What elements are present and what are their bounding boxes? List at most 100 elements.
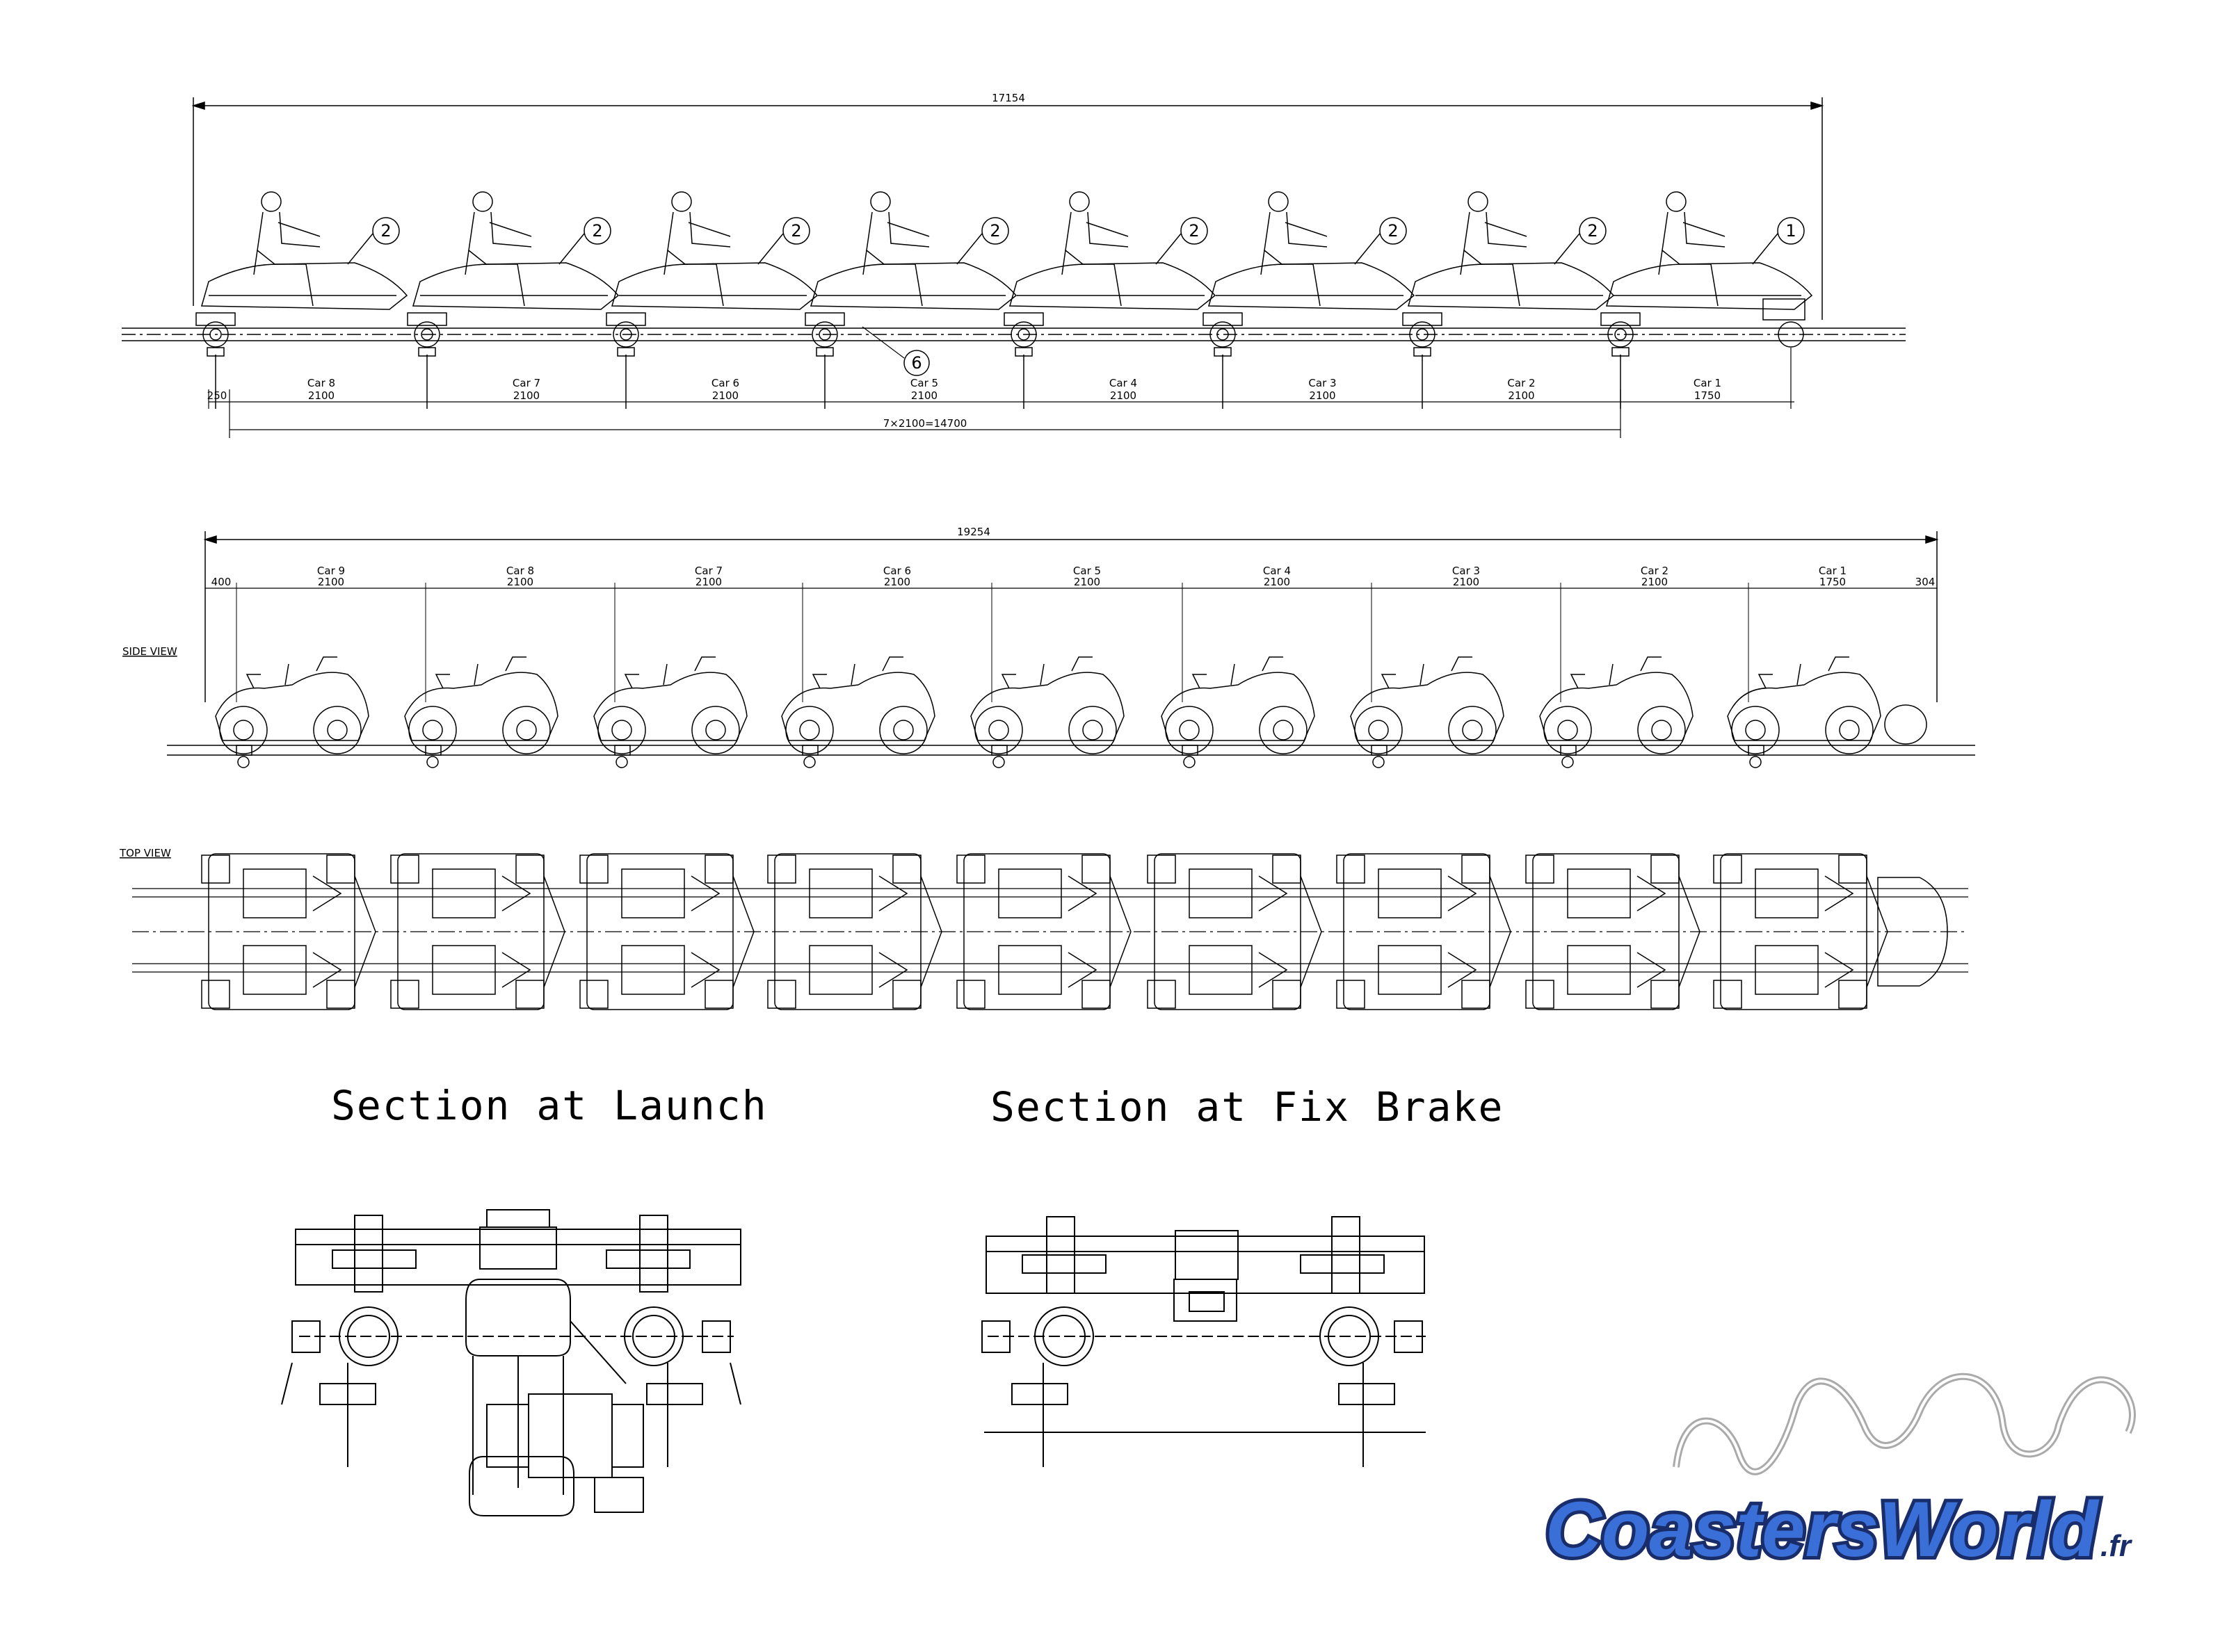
lead-offset-label: 250 xyxy=(207,389,227,402)
quad-car-top-1 xyxy=(201,853,376,1010)
overall-length-label: 17154 xyxy=(992,92,1025,104)
side-view-label: SIDE VIEW xyxy=(122,645,177,658)
car-length: 2100 xyxy=(318,576,344,588)
quad-car-side-1 xyxy=(215,656,369,768)
car-length: 2100 xyxy=(1508,389,1534,402)
quad-car-side-7 xyxy=(1350,656,1504,768)
jetski-car-5: 2 xyxy=(1004,191,1216,409)
car-label: Car 1 xyxy=(1694,377,1721,389)
quad-car-side-4 xyxy=(781,656,935,768)
quad-car-top-8 xyxy=(1525,853,1700,1010)
quad-side-view xyxy=(215,656,1927,768)
callout-number: 2 xyxy=(791,221,801,241)
jetski-car-6: 2 xyxy=(1202,191,1415,409)
logo-text-suffix: .fr xyxy=(2100,1529,2133,1563)
tail-offset-label-2: 304 xyxy=(1915,576,1936,588)
coastersworld-logo: CoastersWorld CoastersWorld .fr xyxy=(1542,1372,2136,1576)
logo-text-main: CoastersWorld xyxy=(1545,1486,2100,1573)
quad-car-side-6 xyxy=(1161,656,1315,768)
car-length: 2100 xyxy=(712,389,739,402)
quad-car-top-4 xyxy=(767,853,942,1010)
car-label: Car 9 xyxy=(317,565,345,577)
car-length: 1750 xyxy=(1819,576,1846,588)
car-length: 2100 xyxy=(1309,389,1335,402)
callout-number: 2 xyxy=(1587,221,1598,241)
car-length: 2100 xyxy=(513,389,540,402)
side-view-track xyxy=(167,745,1975,756)
quad-car-side-5 xyxy=(970,656,1125,768)
section-brake-drawing xyxy=(981,1216,1426,1467)
callout-number: 2 xyxy=(1189,221,1199,241)
car-length: 2100 xyxy=(1453,576,1479,588)
car-length: 2100 xyxy=(695,576,722,588)
track-rail xyxy=(122,327,1906,341)
car-label: Car 3 xyxy=(1308,377,1336,389)
callout-number: 2 xyxy=(380,221,391,241)
car-label: Car 6 xyxy=(711,377,739,389)
callout-number: 6 xyxy=(911,353,922,373)
car-length: 2100 xyxy=(1264,576,1290,588)
jetski-car-2: 2 xyxy=(407,191,620,409)
callout-number: 2 xyxy=(990,221,1000,241)
car-label: Car 4 xyxy=(1109,377,1137,389)
jetski-vehicles: 2 2 2 2 2 2 2 1 6 xyxy=(195,191,1813,409)
quad-top-view xyxy=(201,853,1948,1010)
car-length: 2100 xyxy=(1641,576,1668,588)
top-view-label: TOP VIEW xyxy=(119,847,171,859)
overall-dimension-19254 xyxy=(203,531,1939,702)
quad-car-top-6 xyxy=(1147,853,1322,1010)
car-length: 2100 xyxy=(1110,389,1136,402)
overall-dimension-17154 xyxy=(191,97,1824,320)
car-length: 2100 xyxy=(911,389,938,402)
quad-car-side-3 xyxy=(593,656,748,768)
pitch-total-label: 7×2100=14700 xyxy=(883,417,967,430)
car-label: Car 2 xyxy=(1641,565,1668,577)
section-launch-drawing xyxy=(281,1209,741,1516)
quad-car-top-3 xyxy=(579,853,755,1010)
car-length: 2100 xyxy=(1074,576,1100,588)
quad-car-side-8 xyxy=(1539,656,1694,768)
overall-length-label-2: 19254 xyxy=(957,526,990,538)
car-dimension-chain xyxy=(208,389,1794,438)
section-brake-title: Section at Fix Brake xyxy=(990,1083,1504,1131)
quad-car-top-5 xyxy=(956,853,1132,1010)
quad-car-top-7 xyxy=(1336,853,1511,1010)
car-label: Car 7 xyxy=(695,565,723,577)
logo-text-shadow: CoastersWorld xyxy=(1545,1486,2100,1573)
car-length: 1750 xyxy=(1694,389,1721,402)
lead-offset-label-2: 400 xyxy=(211,576,232,588)
quad-car-top-2 xyxy=(390,853,565,1010)
jetski-car-8: 1 xyxy=(1600,191,1813,409)
car-label: Car 5 xyxy=(910,377,938,389)
quad-car-side-2 xyxy=(404,656,558,768)
car-label: Car 2 xyxy=(1507,377,1535,389)
top-view-rails xyxy=(132,888,1968,973)
car-label: Car 1 xyxy=(1819,565,1847,577)
quad-car-side-9 xyxy=(1727,656,1881,768)
jetski-car-4: 2 xyxy=(805,191,1018,409)
callout-number: 1 xyxy=(1785,221,1796,241)
train-nose-top xyxy=(1877,877,1948,987)
callout-number: 2 xyxy=(592,221,602,241)
car-label: Car 6 xyxy=(883,565,911,577)
jetski-car-3: 2 xyxy=(606,191,819,409)
car-label: Car 5 xyxy=(1073,565,1101,577)
jetski-car-1: 2 xyxy=(195,191,408,409)
car-label: Car 4 xyxy=(1263,565,1291,577)
car-length: 2100 xyxy=(308,389,335,402)
car-label: Car 8 xyxy=(506,565,534,577)
car-label: Car 7 xyxy=(513,377,540,389)
car-length: 2100 xyxy=(884,576,910,588)
callout-number: 2 xyxy=(1388,221,1398,241)
car-label: Car 8 xyxy=(307,377,335,389)
car-label: Car 3 xyxy=(1452,565,1480,577)
train-nose-side xyxy=(1884,704,1927,745)
jetski-car-7: 2 xyxy=(1402,191,1615,409)
quad-car-top-9 xyxy=(1713,853,1888,1010)
section-launch-title: Section at Launch xyxy=(331,1082,768,1129)
